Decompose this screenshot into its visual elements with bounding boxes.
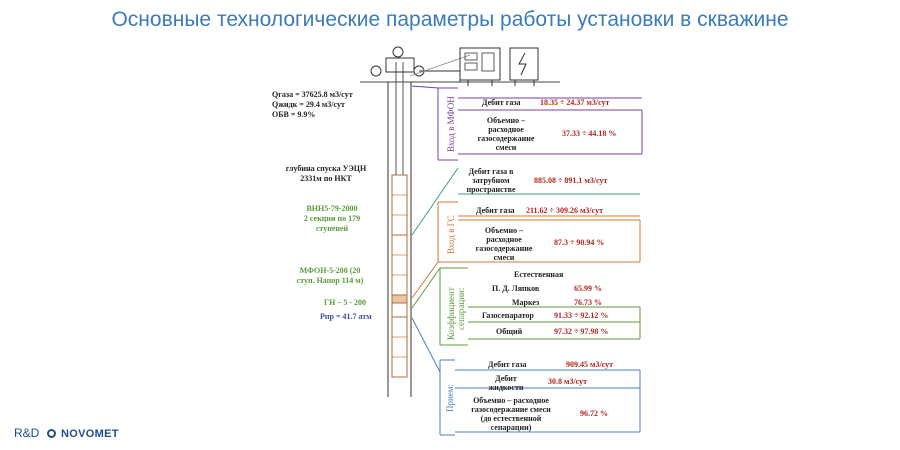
total-value: 97.32 ÷ 97.98 % xyxy=(554,327,609,336)
mfon-content-label-4: смеси xyxy=(495,143,517,152)
intake-content-label-2: газосодержание смеси xyxy=(471,405,551,414)
depth-text-1: глубина спуска УЭЦН xyxy=(285,164,367,173)
gs-content-label-1: Объемно – xyxy=(484,226,524,235)
intake-bracket xyxy=(411,317,641,436)
control-station xyxy=(459,47,501,81)
separation-section-label-2: сепарации: xyxy=(456,287,466,330)
ppr-text: Рпр = 41.7 атм xyxy=(320,312,372,321)
gs-content-label-4: смеси xyxy=(493,253,515,262)
intake-content-value: 96.72 % xyxy=(580,409,608,418)
markez-label: Маркез xyxy=(512,298,540,307)
lightning-icon xyxy=(518,52,527,76)
gs-gas-label: Дебит газа xyxy=(476,206,515,215)
pump-section-2 xyxy=(391,234,408,296)
annulus-value: 885.08 ÷ 891.1 м3/сут xyxy=(534,176,608,185)
mfon-text-2: ступ. Напор 114 м) xyxy=(296,276,364,285)
q-gas-text: Qгаза = 37625.8 м3/сут xyxy=(272,90,353,99)
q-liquid-text: Qжидк = 29.4 м3/сут xyxy=(272,100,345,109)
gs-content-label-3: газосодержание xyxy=(475,244,533,253)
gs-content-label-2: расходное xyxy=(486,235,522,244)
transformer xyxy=(509,47,539,81)
separation-bracket xyxy=(411,267,641,346)
intake-liquid-value: 30.8 м3/сут xyxy=(548,377,588,386)
mfon-section-label: Вход в МФОН xyxy=(446,96,456,152)
separation-section-label-1: Коэффициент xyxy=(446,287,456,340)
valve-top-icon xyxy=(392,46,404,58)
obv-text: ОБВ = 9.9% xyxy=(272,110,316,119)
wellhead xyxy=(385,57,415,73)
page-title: Основные технологические параметры работ… xyxy=(111,8,789,31)
lyapkov-value: 65.99 % xyxy=(574,284,602,293)
mfon-content-value: 37.33 ÷ 44.18 % xyxy=(562,129,617,138)
intake-gas-label: Дебит газа xyxy=(488,360,527,369)
depth-text-2: 2331м по НКТ xyxy=(300,174,352,183)
annulus-label-2: затрубном xyxy=(472,176,510,185)
gn-text: ГН – 5 - 200 xyxy=(324,298,366,307)
intake-gas-value: 909.45 м3/сут xyxy=(566,360,614,369)
intake-content-label-4: сепарации) xyxy=(490,423,532,432)
pump-text-3: ступеней xyxy=(315,224,349,233)
mfon-gas-value: 18.35 ÷ 24.37 м3/сут xyxy=(540,98,610,107)
intake-section-label: Прием: xyxy=(445,383,455,412)
gas-separator-unit xyxy=(391,302,408,318)
mfon-unit xyxy=(391,294,408,304)
gs-gas-value: 211.62 ÷ 309.26 м3/сут xyxy=(526,206,603,215)
logo-brand-text: NOVOMET xyxy=(61,428,119,440)
lyapkov-label: П. Д. Ляпков xyxy=(492,284,540,293)
mfon-content-label-3: газосодержание xyxy=(477,134,535,143)
mfon-content-label-2: расходное xyxy=(488,125,524,134)
motor-unit xyxy=(391,316,408,378)
gas-separator-label: Газосепаратор xyxy=(482,311,534,320)
intake-liquid-label-2: жидкости xyxy=(488,383,524,392)
markez-value: 76.73 % xyxy=(574,298,602,307)
valve-left-icon xyxy=(370,65,382,77)
mfon-gas-label: Дебит газа xyxy=(482,98,521,107)
intake-liquid-label-1: Дебит xyxy=(495,374,517,383)
pump-section-1 xyxy=(391,174,408,236)
mfon-text-1: МФОН-5-200 (20 xyxy=(299,266,361,275)
mfon-bracket xyxy=(411,85,643,161)
company-logo: R&D NOVOMET xyxy=(14,426,119,440)
intake-content-label-3: (до естественной xyxy=(480,414,542,423)
annulus-label-3: пространстве xyxy=(466,185,516,194)
gs-section-label: Вход в ГС xyxy=(446,215,456,254)
separation-natural: Естественная xyxy=(514,270,564,279)
annulus-bracket xyxy=(411,167,640,236)
gas-separator-value: 91.33 ÷ 92.12 % xyxy=(554,311,609,320)
mfon-content-label-1: Объемно – xyxy=(486,116,526,125)
intake-content-label-1: Объемно – расходное xyxy=(473,396,549,405)
logo-rd-text: R&D xyxy=(14,426,40,440)
annulus-label-1: Дебит газа в xyxy=(468,167,514,176)
pump-text-2: 2 секции по 179 xyxy=(303,214,361,223)
total-label: Общий xyxy=(496,327,523,336)
pump-text-1: ВНН5-79-2000 xyxy=(306,204,358,213)
logo-mark-icon xyxy=(46,429,56,438)
gs-bracket xyxy=(411,201,641,299)
gs-content-value: 87.3 ÷ 90.94 % xyxy=(554,238,605,247)
